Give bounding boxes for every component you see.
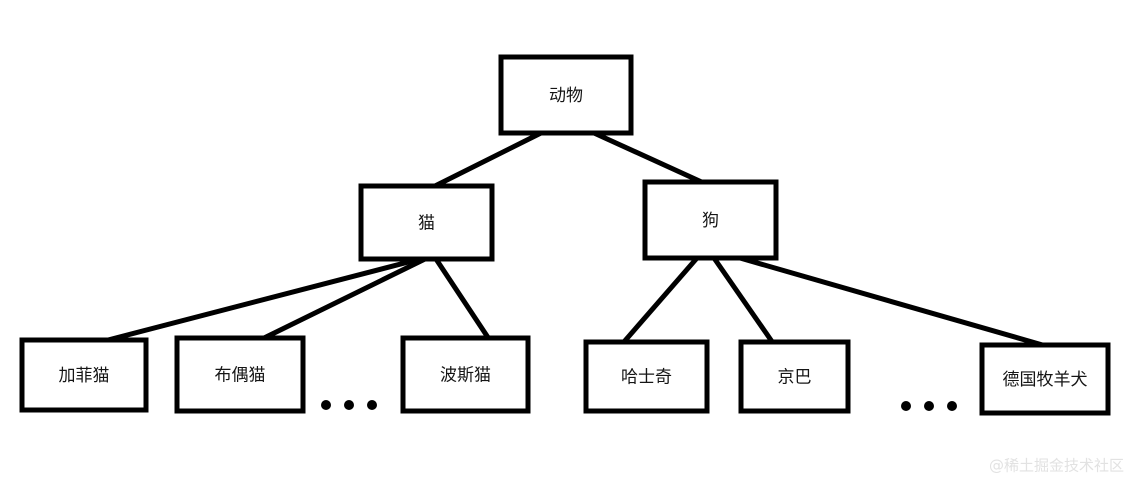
node-label-persian: 波斯猫 [440,366,491,386]
edge-animal-dog [592,130,708,187]
watermark-label: @稀土掘金技术社区 [989,457,1124,475]
edge-dog-husky [621,256,699,345]
ellipsis-dot [901,401,911,411]
node-box-animal[interactable] [498,54,634,136]
node-label-german-shepherd: 德国牧羊犬 [1003,370,1088,390]
node-persian[interactable]: 波斯猫 [400,335,531,414]
node-box-persian[interactable] [400,335,531,414]
node-label-ragdoll: 布偶猫 [215,366,266,386]
ellipsis-dot [344,400,354,410]
edge-layer [107,130,1047,349]
node-box-dog[interactable] [642,179,779,261]
node-box-ragdoll[interactable] [174,335,306,414]
node-box-garfield[interactable] [19,337,149,413]
node-animal[interactable]: 动物 [498,54,634,136]
ellipsis-dot [947,401,957,411]
edge-cat-persian [433,257,492,341]
ellipsis-dot [321,400,331,410]
node-box-pekingese[interactable] [738,339,851,414]
node-label-pekingese: 京巴 [778,368,812,388]
node-label-dog: 狗 [702,211,719,231]
ellipsis-dog-ellipsis [901,401,957,411]
ellipsis-dot [924,401,934,411]
edge-dog-pekingese [711,256,776,345]
node-box-german-shepherd[interactable] [979,342,1111,416]
edge-cat-ragdoll [260,256,427,342]
node-label-garfield: 加菲猫 [59,366,110,386]
ellipsis-dot [367,400,377,410]
node-pekingese[interactable]: 京巴 [738,339,851,414]
node-ragdoll[interactable]: 布偶猫 [174,335,306,414]
node-box-husky[interactable] [583,339,710,414]
node-label-cat: 猫 [418,214,435,234]
node-garfield[interactable]: 加菲猫 [19,337,149,413]
node-label-husky: 哈士奇 [621,368,672,388]
edge-cat-garfield [107,256,421,343]
node-box-cat[interactable] [358,183,495,262]
edge-animal-cat [431,130,543,190]
ellipsis-cat-ellipsis [321,400,377,410]
node-german-shepherd[interactable]: 德国牧羊犬 [979,342,1111,416]
node-dog[interactable]: 狗 [642,179,779,261]
node-cat[interactable]: 猫 [358,183,495,262]
edge-dog-german-shepherd [739,255,1047,349]
node-husky[interactable]: 哈士奇 [583,339,710,414]
ellipsis-layer [321,400,957,411]
node-label-animal: 动物 [549,86,583,106]
